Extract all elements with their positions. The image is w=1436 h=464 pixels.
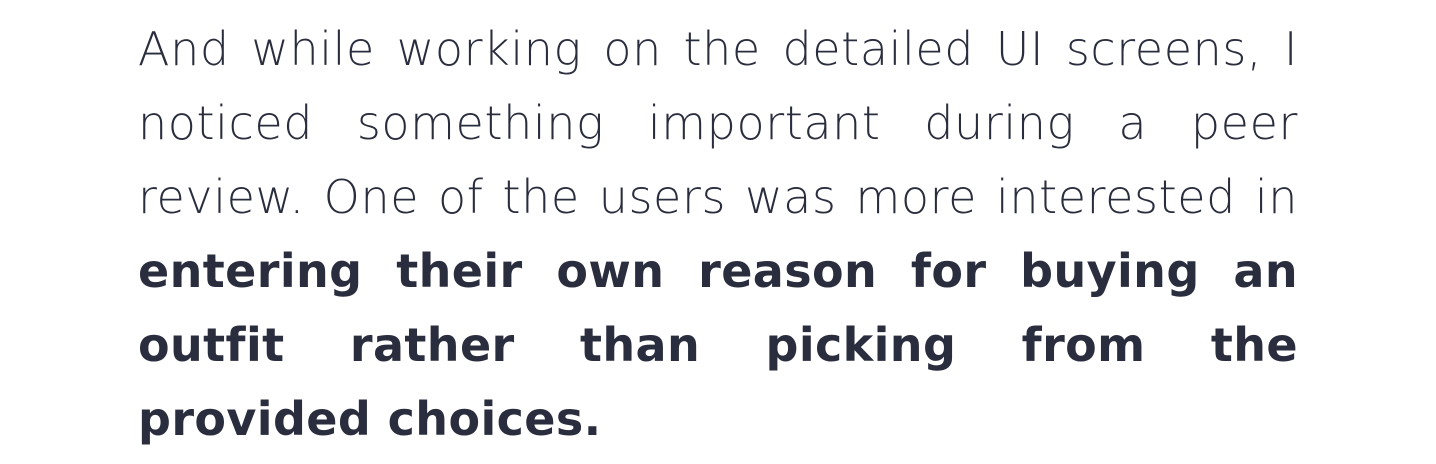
paragraph-text: And while working on the detailed UI scr…	[138, 22, 1298, 224]
article-paragraph: And while working on the detailed UI scr…	[138, 12, 1298, 456]
article-body: And while working on the detailed UI scr…	[138, 12, 1298, 456]
paragraph-emphasis: entering their own reason for buying an …	[138, 244, 1298, 446]
